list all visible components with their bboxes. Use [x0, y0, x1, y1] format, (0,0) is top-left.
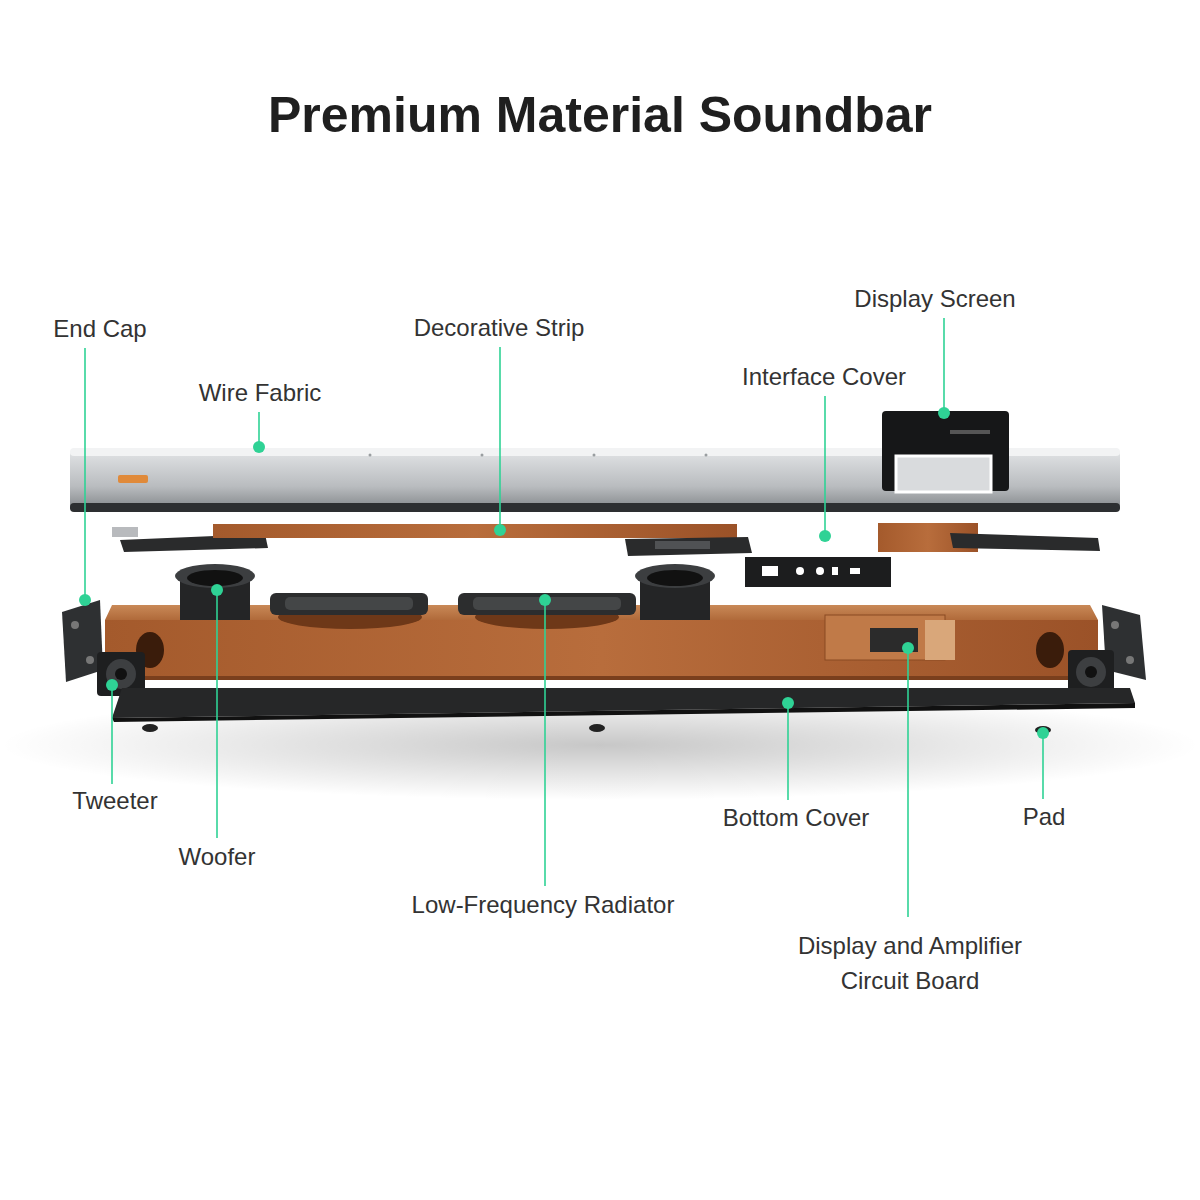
- part-label: Pad: [1023, 800, 1066, 835]
- part-label: Display and Amplifier Circuit Board: [775, 929, 1045, 999]
- part-label: Tweeter: [72, 784, 157, 819]
- part-label: Interface Cover: [742, 360, 906, 395]
- part-label: Low-Frequency Radiator: [412, 888, 675, 923]
- part-label: End Cap: [53, 312, 146, 347]
- part-label: Wire Fabric: [199, 376, 322, 411]
- part-label: Display Screen: [854, 282, 1015, 317]
- part-label: Bottom Cover: [723, 801, 870, 836]
- diagram-title: Premium Material Soundbar: [0, 86, 1200, 144]
- part-label: Woofer: [179, 840, 256, 875]
- part-label: Decorative Strip: [414, 311, 585, 346]
